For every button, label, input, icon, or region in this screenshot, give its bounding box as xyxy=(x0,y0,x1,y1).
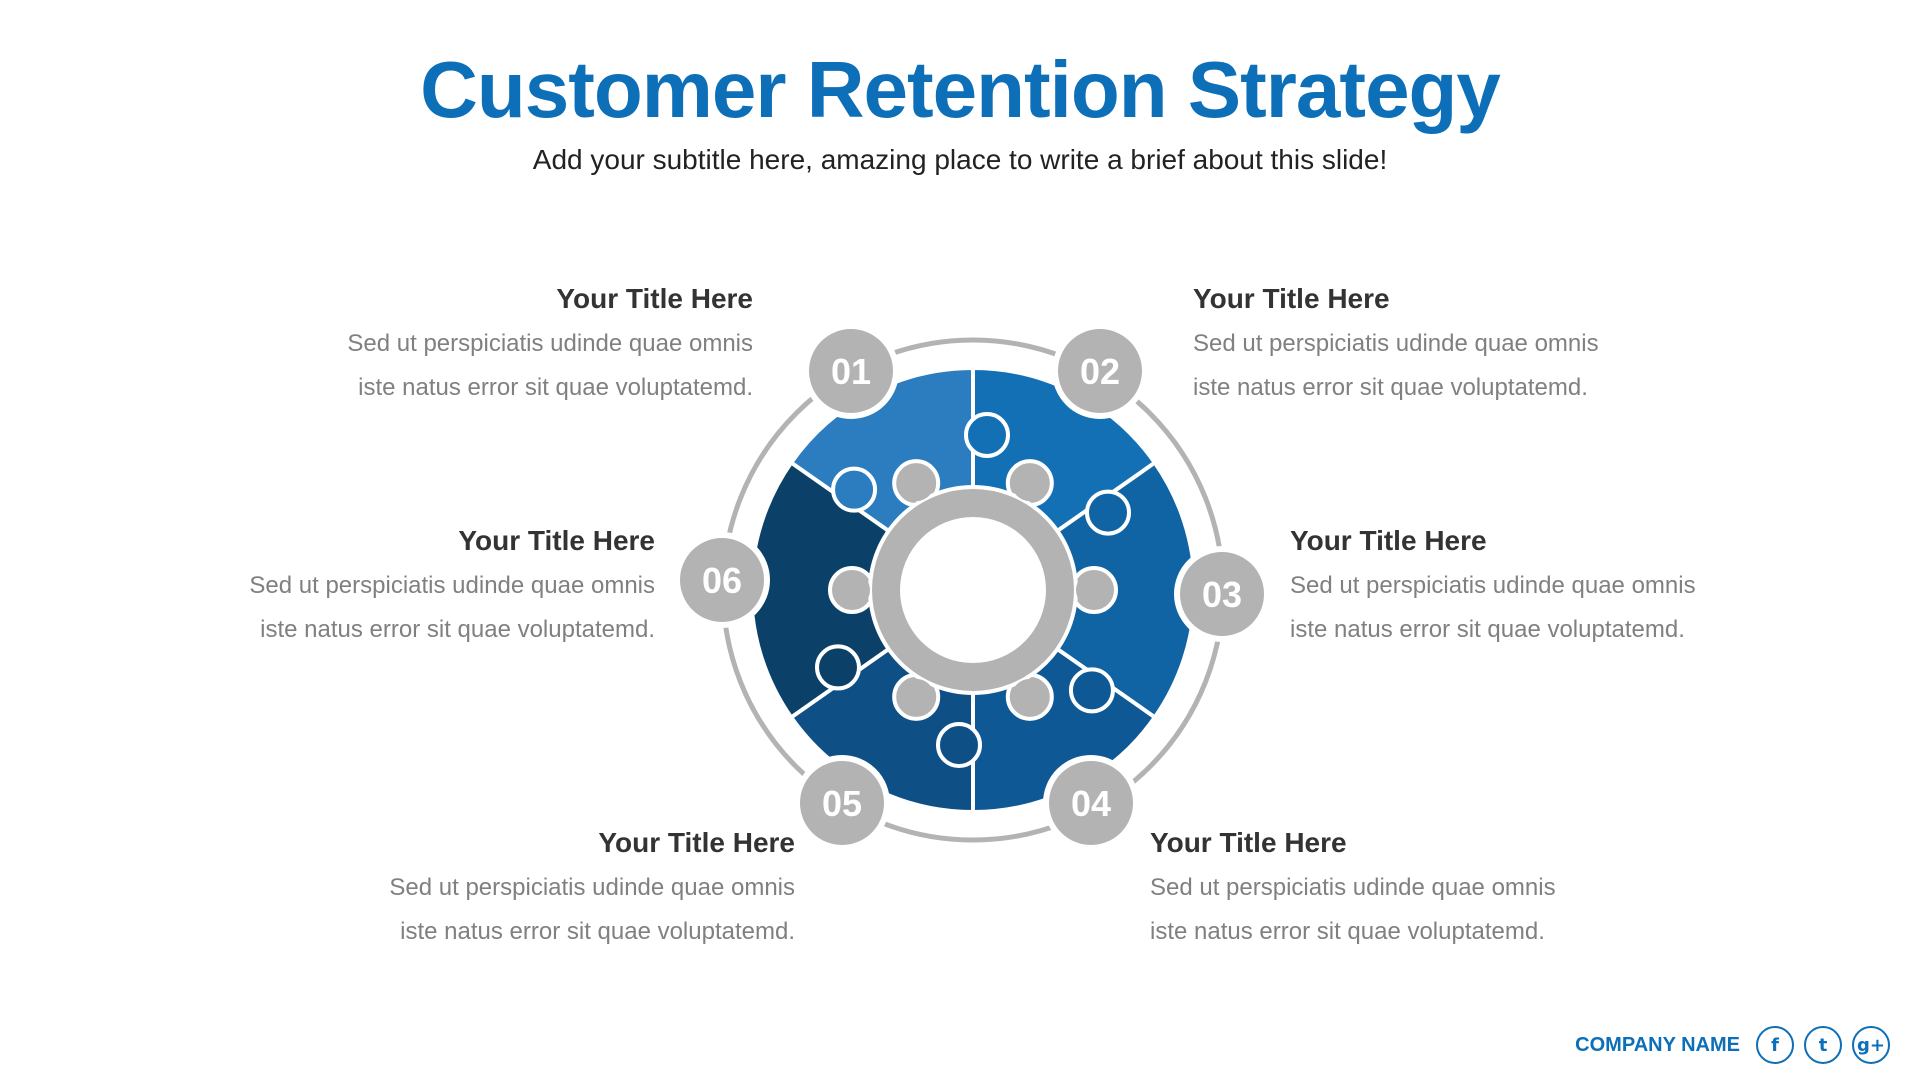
number-badge-03: 03 xyxy=(1174,546,1270,642)
badge-number: 04 xyxy=(1071,783,1111,824)
slide-subtitle: Add your subtitle here, amazing place to… xyxy=(532,144,1388,175)
badge-circle xyxy=(674,532,770,628)
gear-hole xyxy=(900,517,1046,663)
number-badge-05: 05 xyxy=(794,755,890,851)
center-gear xyxy=(828,459,1118,721)
google-plus-icon[interactable]: g+ xyxy=(1852,1026,1890,1064)
item-block-06: Your Title Here Sed ut perspiciatis udin… xyxy=(195,524,655,652)
item-title: Your Title Here xyxy=(1290,525,1487,556)
item-text-line: Sed ut perspiciatis udinde quae omnis xyxy=(1193,330,1599,357)
slide-title: Customer Retention Strategy xyxy=(420,45,1501,134)
puzzle-knob-fill xyxy=(1090,495,1125,530)
number-badge-04: 04 xyxy=(1043,755,1139,851)
number-badge-06: 06 xyxy=(674,532,770,628)
item-title: Your Title Here xyxy=(556,283,753,314)
footer: COMPANY NAME f t g+ xyxy=(1575,1026,1890,1064)
item-block-04: Your Title Here Sed ut perspiciatis udin… xyxy=(1150,826,1610,954)
gear-lobe-fill xyxy=(1011,678,1048,715)
badge-number: 06 xyxy=(702,560,742,601)
item-title: Your Title Here xyxy=(458,525,655,556)
facebook-icon[interactable]: f xyxy=(1756,1026,1794,1064)
gear-lobe-fill xyxy=(1076,572,1112,608)
badge-number: 05 xyxy=(822,783,862,824)
item-text-line: Sed ut perspiciatis udinde quae omnis xyxy=(347,330,753,357)
item-text-line: Sed ut perspiciatis udinde quae omnis xyxy=(249,572,655,599)
item-block-05: Your Title Here Sed ut perspiciatis udin… xyxy=(335,826,795,954)
badge-circle xyxy=(794,755,890,851)
item-text-line: iste natus error sit quae voluptatemd. xyxy=(1290,616,1685,643)
puzzle-knob-fill xyxy=(837,472,872,507)
item-text-line: Sed ut perspiciatis udinde quae omnis xyxy=(1290,572,1696,599)
puzzle-knob-fill xyxy=(1074,673,1109,708)
badge-circle xyxy=(803,323,899,419)
badge-number: 03 xyxy=(1202,574,1242,615)
puzzle-knob-fill xyxy=(821,650,856,685)
badge-circle xyxy=(1043,755,1139,851)
item-text-line: Sed ut perspiciatis udinde quae omnis xyxy=(1150,874,1556,901)
item-text-line: iste natus error sit quae voluptatemd. xyxy=(1150,918,1545,945)
item-block-02: Your Title Here Sed ut perspiciatis udin… xyxy=(1193,282,1653,410)
item-block-03: Your Title Here Sed ut perspiciatis udin… xyxy=(1290,524,1750,652)
item-title: Your Title Here xyxy=(598,827,795,858)
badge-number: 01 xyxy=(831,351,871,392)
number-badges: 01 02 03 04 05 06 xyxy=(674,323,1270,851)
gear-lobe-fill xyxy=(898,678,935,715)
item-block-01: Your Title Here Sed ut perspiciatis udin… xyxy=(293,282,753,410)
badge-circle xyxy=(1052,323,1148,419)
gear-lobe-fill xyxy=(834,572,870,608)
badge-number: 02 xyxy=(1080,351,1120,392)
badge-circle xyxy=(1174,546,1270,642)
gear-lobe-fill xyxy=(898,465,935,502)
item-text-line: Sed ut perspiciatis udinde quae omnis xyxy=(389,874,795,901)
item-text-line: iste natus error sit quae voluptatemd. xyxy=(260,616,655,643)
item-text-line: iste natus error sit quae voluptatemd. xyxy=(358,374,753,401)
puzzle-knob-fill xyxy=(970,418,1004,452)
gear-lobe-fill xyxy=(1011,465,1048,502)
item-title: Your Title Here xyxy=(1150,827,1347,858)
twitter-icon[interactable]: t xyxy=(1804,1026,1842,1064)
puzzle-knob-fill xyxy=(942,728,976,762)
item-text-line: iste natus error sit quae voluptatemd. xyxy=(1193,374,1588,401)
puzzle-knobs xyxy=(815,412,1131,768)
company-name: COMPANY NAME xyxy=(1575,1033,1740,1056)
item-text-line: iste natus error sit quae voluptatemd. xyxy=(400,918,795,945)
number-badge-02: 02 xyxy=(1052,323,1148,419)
item-title: Your Title Here xyxy=(1193,283,1390,314)
number-badge-01: 01 xyxy=(803,323,899,419)
